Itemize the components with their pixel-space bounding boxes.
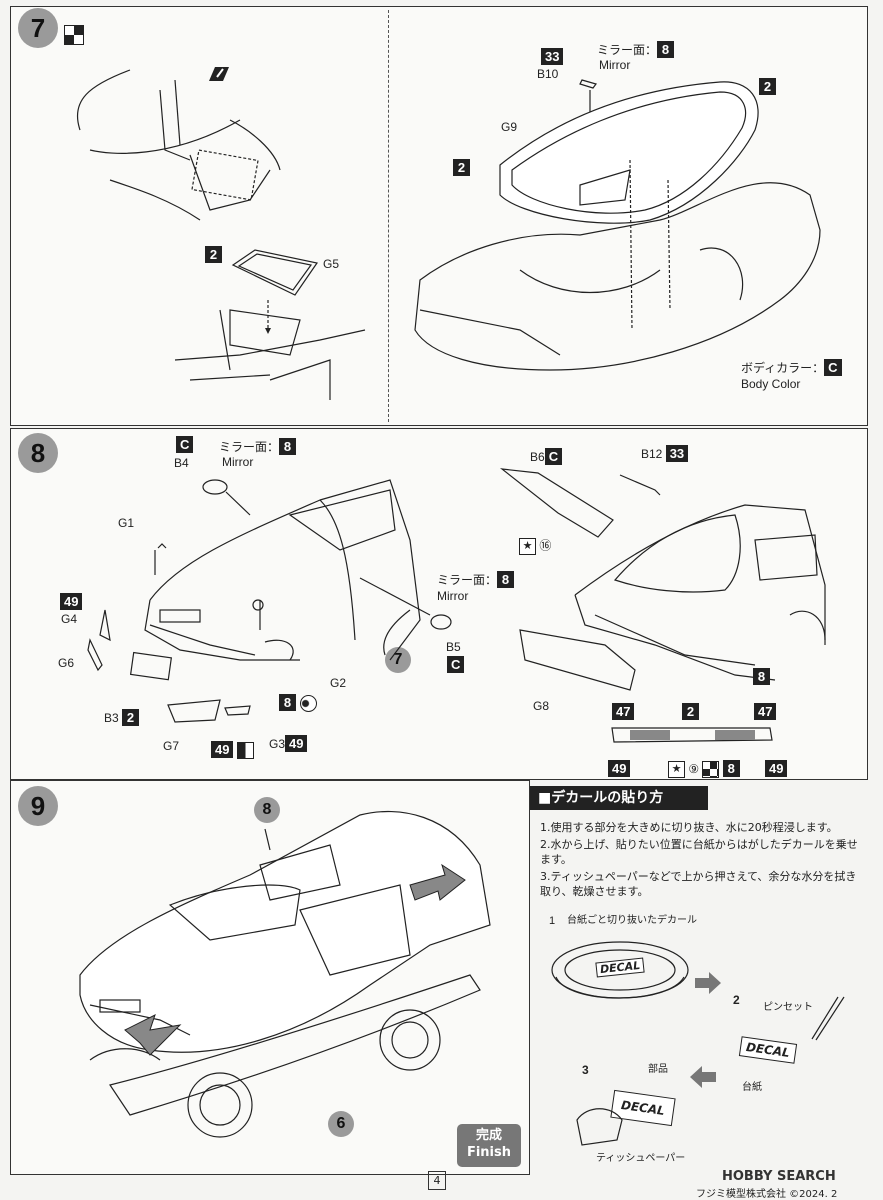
b10-mirror-label: ミラー面：8	[597, 41, 675, 58]
b5-mirror-en: Mirror	[437, 589, 469, 603]
page-number: 4	[428, 1171, 446, 1190]
step8-front-car-drawing	[144, 479, 431, 661]
b4-mirror-en: Mirror	[222, 455, 254, 469]
b4-label: B4	[174, 456, 189, 470]
g5-label: G5	[323, 257, 340, 271]
g2-label: G2	[330, 676, 347, 690]
decal-star-icon: ★	[519, 538, 536, 555]
body-color-en: Body Color	[741, 377, 801, 391]
step7-panel	[10, 6, 868, 426]
step7-body-drawing	[414, 79, 821, 371]
step7-roof-drawing	[76, 69, 281, 221]
decal-step-3: 3.ティッシュペーパーなどで上から押さえて、余分な水分を拭き取り、乾燥させます。	[540, 869, 857, 899]
g6-label: G6	[58, 656, 75, 670]
step7-divider	[388, 10, 389, 422]
b3-label: B3 2	[104, 709, 140, 726]
tail-left-color: 47	[612, 703, 635, 720]
decal-fig2-num: 2	[733, 993, 740, 1007]
step8-panel	[10, 428, 868, 780]
b12-label: B12 33	[641, 445, 689, 462]
b6-spoiler-drawing	[499, 468, 614, 538]
glass-color-box-a: 2	[759, 78, 776, 95]
g7-color-box: 49	[211, 741, 255, 760]
step8-ref-pill: 8	[254, 797, 280, 823]
decal-fig2-paper: 台紙	[742, 1082, 762, 1093]
watermark: HOBBY SEARCH	[722, 1169, 836, 1184]
decal-fig3-part: 部品	[648, 1064, 668, 1075]
b10-label: B10	[537, 67, 559, 81]
step7-sunroof-icon	[209, 67, 229, 81]
step7-number: 7	[18, 8, 58, 48]
decal-fig2-tag: DECAL	[738, 1036, 798, 1064]
g5-color-box: 2	[205, 246, 222, 263]
b4-mirror-label: ミラー面：8	[219, 438, 297, 455]
decal-fig1-num: 1	[549, 915, 556, 927]
step9-assembly-drawing	[79, 810, 491, 1138]
decal-star-icon: ★	[668, 761, 685, 779]
tail-mid-color: 2	[682, 703, 699, 720]
step8-rear-car-drawing	[519, 474, 826, 691]
g2-color-box: 8	[279, 694, 317, 713]
g4-color-box: 49	[60, 593, 83, 610]
b4-color-box: C	[176, 436, 194, 453]
step7-glue-icon	[64, 25, 84, 45]
glass-color-box-b: 2	[453, 159, 470, 176]
decal-fig3-tissue: ティッシュペーパー	[596, 1153, 686, 1164]
b5-color-box: C	[447, 656, 465, 673]
b5-label: B5	[446, 640, 461, 654]
body-color-label: ボディカラー：C	[741, 359, 842, 376]
decal-fig1-label: 台紙ごと切り抜いたデカール	[567, 915, 697, 926]
arrow-icon	[695, 972, 721, 994]
copyright: フジミ模型株式会社 ©2024. 2	[696, 1189, 838, 1200]
tweezers-drawing	[811, 996, 845, 1041]
finish-badge: 完成 Finish	[457, 1124, 521, 1167]
arrow-icon	[690, 1066, 716, 1088]
step7-ref-pill: 7	[385, 647, 411, 673]
glue-mark-icon	[702, 761, 720, 779]
g8-label: G8	[533, 699, 550, 713]
tail-decal-label: ★ ⑨ 8	[668, 760, 740, 779]
g4-label: G4	[61, 612, 78, 626]
b5-mirror-drawing	[430, 614, 452, 630]
g7-label: G7	[163, 739, 180, 753]
step9-number: 9	[18, 786, 58, 826]
metal-mark-icon	[299, 695, 317, 713]
step8-small-parts	[87, 543, 264, 723]
tail-bottom-left-color: 49	[608, 760, 631, 777]
decal-fig3-num: 3	[582, 1063, 589, 1077]
decal-fig2-tweezers: ピンセット	[763, 1002, 813, 1013]
decal-heading: ■デカールの貼り方	[530, 786, 708, 810]
g1-label: G1	[118, 516, 135, 530]
step7-roof-opening-drawing	[174, 300, 366, 400]
g8-color-box: 8	[753, 668, 770, 685]
g5-part-drawing	[231, 249, 319, 296]
tail-right-color: 47	[754, 703, 777, 720]
g9-label: G9	[501, 120, 518, 134]
step6-ref-pill: 6	[328, 1111, 354, 1137]
tail-panel-drawing	[611, 727, 773, 743]
b5-mirror-label: ミラー面：8	[437, 571, 515, 588]
decal-bowl-drawing	[551, 941, 689, 999]
decal-step-2: 2.水から上げ、貼りたい位置に台紙からはがしたデカールを乗せます。	[540, 837, 858, 867]
b10-mirror-en: Mirror	[599, 58, 631, 72]
decal-steps: 1.使用する部分を大きめに切り抜き、水に20秒程浸します。 2.水から上げ、貼り…	[540, 820, 860, 901]
decal-step-1: 1.使用する部分を大きめに切り抜き、水に20秒程浸します。	[540, 821, 838, 834]
b10-color-box: 33	[541, 48, 564, 65]
b6-decal-label: ★ ⑯	[519, 538, 551, 555]
step8-number: 8	[18, 433, 58, 473]
tail-bottom-right-color: 49	[765, 760, 788, 777]
hand-drawing	[576, 1108, 623, 1146]
glue-mark-icon	[237, 742, 255, 760]
